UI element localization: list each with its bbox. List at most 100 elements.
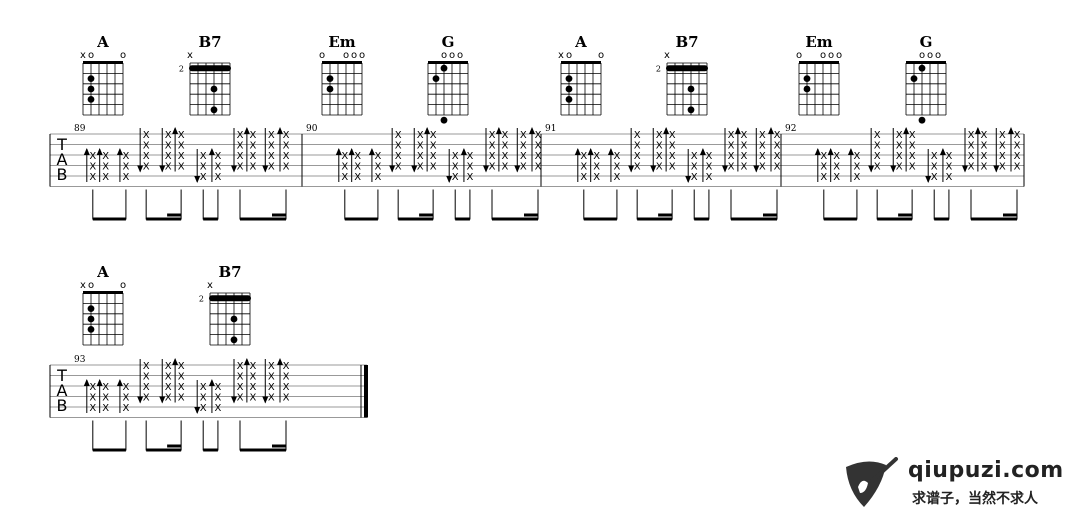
strum-x-mark: X <box>268 393 275 404</box>
strum-x-mark: X <box>178 130 185 141</box>
open-string-marker: o <box>598 50 604 61</box>
measure-number: 93 <box>74 355 86 365</box>
strum-x-mark: X <box>535 141 542 152</box>
strum-x-mark: X <box>200 151 207 162</box>
strum-down-arrowhead <box>446 176 453 183</box>
strum-x-mark: X <box>283 382 290 393</box>
strum-up-arrowhead <box>607 148 614 155</box>
strum-x-mark: X <box>489 130 496 141</box>
strum-x-mark: X <box>833 162 840 173</box>
strum-up-arrowhead <box>974 127 981 134</box>
chord-dot <box>803 75 811 82</box>
strum-x-mark: X <box>999 130 1006 141</box>
strum-x-mark: X <box>143 162 150 173</box>
measure-strums: XXXXXXXXXXXXXXXXXXXXXXXXXXXXXXXXXXXXXXXX… <box>83 127 290 221</box>
strum-x-mark: X <box>283 361 290 372</box>
strum-x-mark: X <box>740 151 747 162</box>
strum-up-arrowhead <box>277 127 283 134</box>
open-string-marker: o <box>359 50 365 61</box>
strum-x-mark: X <box>931 172 938 183</box>
strum-down-arrowhead <box>411 165 418 173</box>
strum-x-mark: X <box>395 151 402 162</box>
measure-number: 91 <box>545 124 556 134</box>
strum-x-mark: X <box>535 151 542 162</box>
chord-nut <box>83 291 123 294</box>
strum-x-mark: X <box>593 172 600 183</box>
strum-up-arrowhead <box>243 127 250 134</box>
strum-x-mark: X <box>931 162 938 173</box>
rhythm-beam <box>731 217 777 221</box>
strum-x-mark: X <box>143 372 150 383</box>
strum-up-arrowhead <box>847 148 854 155</box>
chord-name: B7 <box>675 33 698 51</box>
chord-nut <box>322 61 362 64</box>
strum-x-mark: X <box>980 141 987 152</box>
strum-x-mark: X <box>249 151 256 162</box>
strum-x-mark: X <box>89 393 96 404</box>
strum-x-mark: X <box>102 403 109 414</box>
strum-x-mark: X <box>452 162 459 173</box>
strum-x-mark: X <box>268 130 275 141</box>
chord-name: Em <box>328 33 355 51</box>
strum-up-arrowhead <box>734 127 741 134</box>
rhythm-beam <box>637 217 673 221</box>
rhythm-beam-16th <box>1003 213 1017 217</box>
chord-nut <box>561 61 601 64</box>
watermark-site[interactable]: qiupuzi.com <box>908 458 1064 483</box>
tab-clef-letter: B <box>57 396 68 415</box>
tab-clef-letter: A <box>57 150 68 169</box>
strum-x-mark: X <box>634 130 641 141</box>
strum-x-mark: X <box>165 141 172 152</box>
strum-x-mark: X <box>430 162 437 173</box>
chord-dot <box>803 85 811 93</box>
strum-x-mark: X <box>430 151 437 162</box>
strum-x-mark: X <box>728 162 735 173</box>
strum-up-arrowhead <box>814 148 821 155</box>
strum-x-mark: X <box>613 162 620 173</box>
strum-x-mark: X <box>896 141 903 152</box>
open-string-marker: o <box>319 50 325 61</box>
strum-up-arrowhead <box>768 127 774 134</box>
strum-x-mark: X <box>728 141 735 152</box>
strum-x-mark: X <box>896 162 903 173</box>
rhythm-beam <box>583 217 617 221</box>
strum-x-mark: X <box>178 372 185 383</box>
strum-x-mark: X <box>1014 141 1021 152</box>
strum-x-mark: X <box>669 162 676 173</box>
strum-x-mark: X <box>874 141 881 152</box>
rhythm-beam <box>492 217 538 221</box>
strum-x-mark: X <box>520 141 527 152</box>
strum-x-mark: X <box>613 151 620 162</box>
strum-x-mark: X <box>122 403 129 414</box>
strum-x-mark: X <box>283 141 290 152</box>
strum-down-arrowhead <box>514 165 521 173</box>
strum-x-mark: X <box>374 172 381 183</box>
strum-x-mark: X <box>122 393 129 404</box>
strum-patterns: XXXXXXXXXXXXXXXXXXXXXXXXXXXXXXXXXXXXXXXX… <box>83 127 1021 452</box>
chord-dot <box>230 315 238 323</box>
strum-x-mark: X <box>691 162 698 173</box>
muted-string-marker: x <box>80 50 86 61</box>
strum-x-mark: X <box>820 151 827 162</box>
strum-x-mark: X <box>200 172 207 183</box>
strum-up-arrowhead <box>587 148 594 155</box>
chord-dot <box>910 75 918 82</box>
chord-name: A <box>96 263 109 281</box>
strum-up-arrowhead <box>939 148 946 155</box>
strum-x-mark: X <box>165 162 172 173</box>
strum-x-mark: X <box>214 151 221 162</box>
strum-down-arrowhead <box>483 165 489 173</box>
strum-x-mark: X <box>999 141 1006 152</box>
strum-x-mark: X <box>200 162 207 173</box>
strum-x-mark: X <box>268 372 275 383</box>
strum-x-mark: X <box>178 361 185 372</box>
strum-x-mark: X <box>820 172 827 183</box>
strum-x-mark: X <box>909 130 916 141</box>
strum-x-mark: X <box>833 151 840 162</box>
strum-x-mark: X <box>759 130 766 141</box>
strum-x-mark: X <box>430 141 437 152</box>
rhythm-beam <box>694 217 709 221</box>
